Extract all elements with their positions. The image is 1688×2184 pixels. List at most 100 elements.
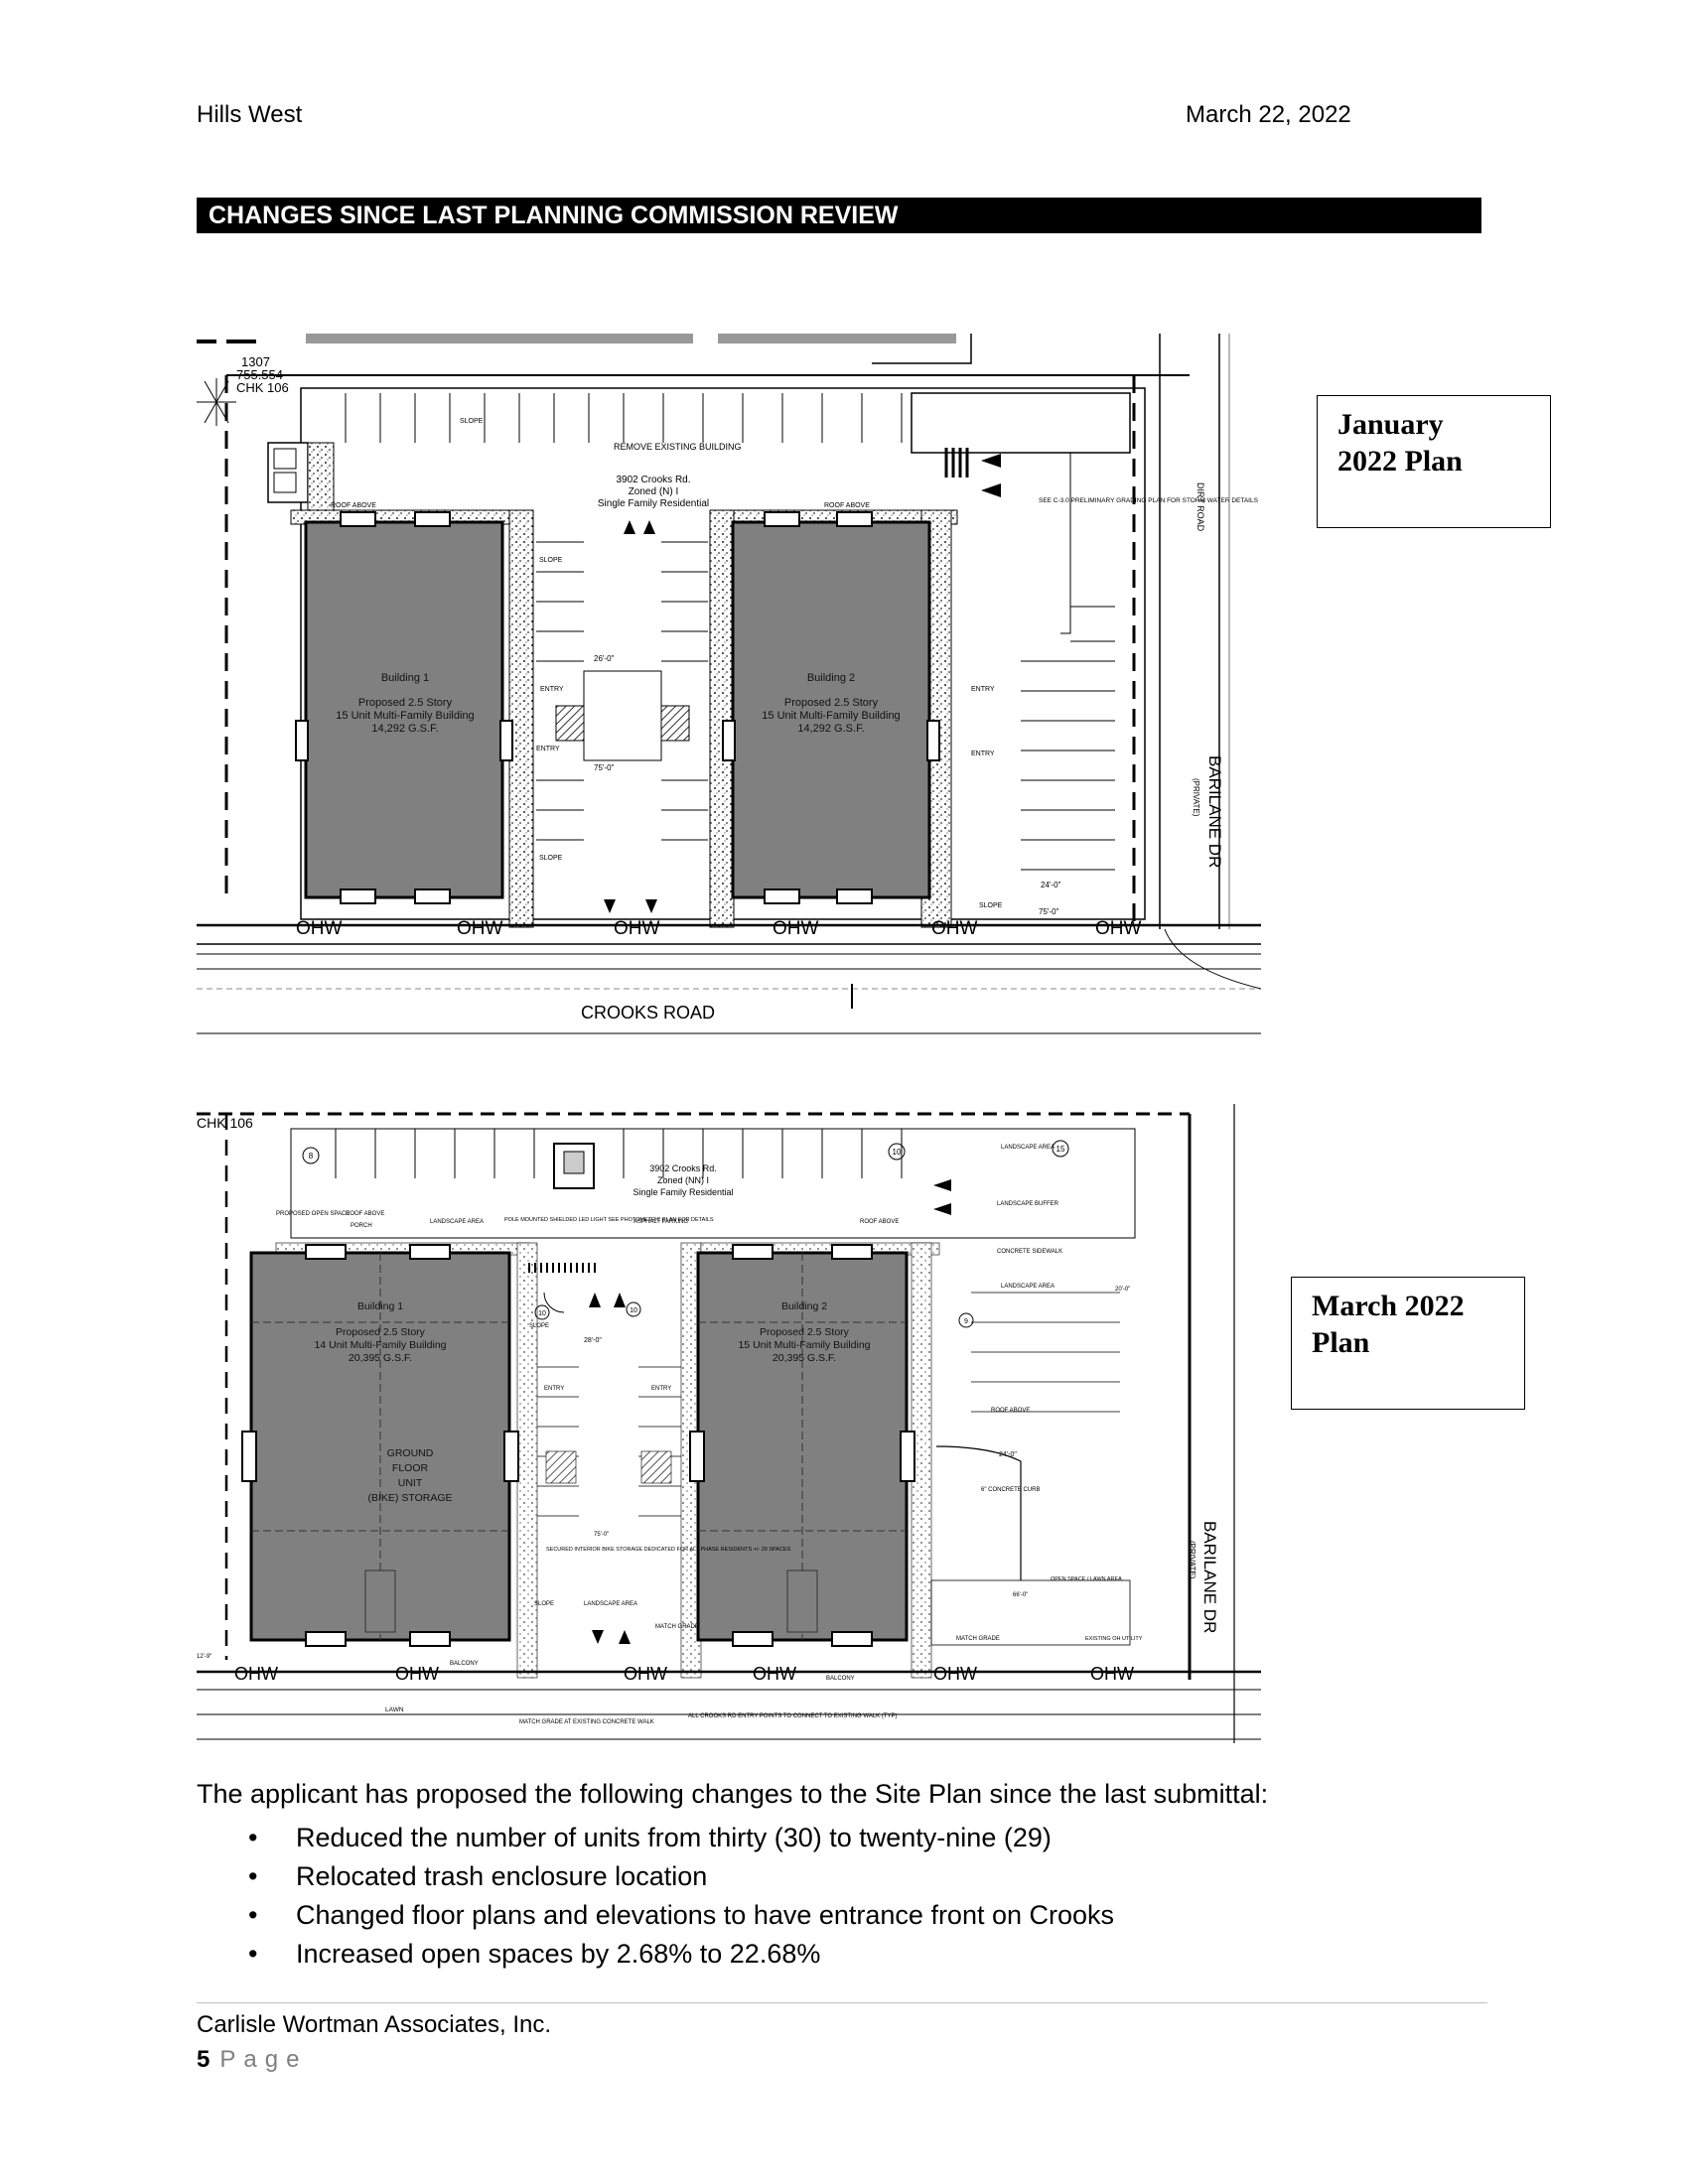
- building-1-stories: Proposed 2.5 Story: [358, 697, 453, 709]
- accessible-aisle: [640, 1450, 672, 1484]
- note-landscape: LANDSCAPE AREA: [1001, 1145, 1055, 1151]
- page-word: Page: [219, 2046, 308, 2073]
- traffic-arrow-icon: [604, 899, 616, 913]
- note-entry: ENTRY: [971, 751, 995, 757]
- stall-number: 10: [630, 1307, 637, 1314]
- ground-floor-label: UNIT: [398, 1477, 423, 1489]
- parking-stalls-center: [536, 541, 708, 841]
- note-utility: EXISTING OH UTILITY: [1085, 1636, 1143, 1642]
- footer-company: Carlisle Wortman Associates, Inc.: [197, 2011, 552, 2038]
- dimension: 20'-0": [1115, 1287, 1130, 1293]
- note-slope: SLOPE: [460, 418, 484, 425]
- building-2-area: 14,292 G.S.F.: [797, 723, 864, 735]
- landscape-strip: [709, 509, 735, 928]
- list-item: •Increased open spaces by 2.68% to 22.68…: [248, 1935, 1114, 1974]
- building-1-stories: Proposed 2.5 Story: [336, 1326, 426, 1338]
- site-address: 3902 Crooks Rd.: [616, 475, 690, 485]
- ohw-label: OHW: [296, 918, 343, 939]
- parcel-number: CHK 106: [197, 1115, 253, 1131]
- existing-structure: [306, 334, 693, 343]
- site-zoning: Zoned (N) I: [629, 486, 679, 497]
- note-entry-points: ALL CROOKS RD ENTRY POINTS TO CONNECT TO…: [688, 1713, 898, 1719]
- note-landscape: LANDSCAPE AREA: [584, 1601, 637, 1607]
- tree-icon: [197, 378, 236, 426]
- plan-label-line: Plan: [1312, 1326, 1370, 1359]
- ohw-label: OHW: [773, 918, 819, 939]
- bullet-icon: •: [248, 1900, 258, 1930]
- building-2-area: 20,395 G.S.F.: [773, 1352, 836, 1364]
- dimension: 75'-0": [1039, 907, 1059, 916]
- traffic-arrow-icon: [643, 520, 655, 534]
- note-bike-storage: SECURED INTERIOR BIKE STORAGE DEDICATED …: [546, 1547, 791, 1553]
- ground-floor-label: GROUND: [387, 1447, 434, 1459]
- parking-stalls-right: [971, 1292, 1120, 1413]
- change-text: Increased open spaces by 2.68% to 22.68%: [296, 1939, 821, 1969]
- plan-label-line: 2022 Plan: [1337, 445, 1463, 478]
- traffic-arrow-icon: [933, 1203, 951, 1215]
- landscape-strip: [508, 509, 534, 928]
- dirt-road-label: DIRT ROAD: [1196, 482, 1205, 532]
- note-slope: SLOPE: [539, 557, 563, 564]
- note-asphalt: ASPHALT PARKING: [633, 1219, 688, 1225]
- changes-list: • Reduced the number of units from thirty…: [248, 1819, 1114, 1974]
- note-entry: ENTRY: [540, 686, 564, 693]
- stall-number: 8: [309, 1152, 314, 1160]
- traffic-arrow-icon: [981, 454, 1001, 468]
- note-balcony: BALCONY: [450, 1661, 479, 1667]
- dimension: 66'-0": [1013, 1592, 1028, 1598]
- site-use: Single Family Residential: [633, 1187, 733, 1197]
- parking-stalls-right: [1021, 453, 1115, 871]
- section-title: CHANGES SINCE LAST PLANNING COMMISSION R…: [197, 198, 1481, 233]
- ohw-label: OHW: [624, 1664, 667, 1684]
- dimension: 12'-9": [197, 1654, 211, 1660]
- side-street-label: BARILANE DR: [1200, 1521, 1219, 1633]
- traffic-arrow-icon: [933, 1179, 951, 1191]
- building-2-stories: Proposed 2.5 Story: [760, 1326, 850, 1338]
- building-2-title: Building 2: [781, 1300, 827, 1312]
- dimension: 26'-0": [594, 654, 615, 663]
- site-use: Single Family Residential: [598, 498, 709, 509]
- note-lawn-area: OPEN SPACE / LAWN AREA: [1051, 1576, 1122, 1582]
- dimension: 75'-0": [594, 763, 615, 772]
- stall-number: 10: [893, 1148, 902, 1157]
- note-curb: 6" CONCRETE CURB: [981, 1487, 1040, 1493]
- ground-floor-label: (BIKE) STORAGE: [368, 1492, 453, 1504]
- note-entry: ENTRY: [544, 1386, 564, 1392]
- note-porch: PORCH: [351, 1223, 372, 1229]
- building-2: [731, 520, 931, 899]
- note-match-grade: MATCH GRADE: [655, 1624, 699, 1630]
- traffic-arrow-icon: [589, 1293, 601, 1307]
- note-open-space: PROPOSED OPEN SPACE: [276, 1211, 350, 1217]
- traffic-arrow-icon: [624, 520, 635, 534]
- building-2-units: 15 Unit Multi-Family Building: [762, 710, 900, 722]
- site-plan-january: 1307 755.554 CHK 106 REMOVE EXISTING BUI…: [197, 334, 1261, 1040]
- plan-label-line: January: [1337, 408, 1444, 441]
- ohw-label: OHW: [234, 1664, 278, 1684]
- note-slope: SLOPE: [529, 1323, 549, 1329]
- accessible-aisle: [660, 705, 690, 742]
- building-2-units: 15 Unit Multi-Family Building: [738, 1339, 870, 1351]
- site-zoning: Zoned (NN) I: [657, 1175, 709, 1185]
- note-balcony: BALCONY: [826, 1676, 855, 1682]
- dimension: 75'-0": [594, 1532, 609, 1538]
- note-entry: ENTRY: [651, 1386, 671, 1392]
- change-text: Relocated trash enclosure location: [296, 1861, 708, 1891]
- site-address: 3902 Crooks Rd.: [649, 1163, 717, 1173]
- note-slope: SLOPE: [539, 855, 563, 862]
- traffic-arrow-icon: [645, 899, 657, 913]
- accessible-aisle: [555, 705, 585, 742]
- header-project: Hills West: [197, 101, 303, 128]
- note-grading: SEE C-3.0 PRELIMINARY GRADING PLAN FOR S…: [1039, 497, 1259, 504]
- ohw-label: OHW: [1090, 1664, 1134, 1684]
- building-1-units: 15 Unit Multi-Family Building: [336, 710, 474, 722]
- existing-structure: [718, 334, 956, 343]
- stall-number: 9: [964, 1318, 968, 1325]
- change-text: Reduced the number of units from thirty …: [296, 1823, 1052, 1852]
- parcel-number: CHK 106: [236, 380, 289, 395]
- stall-number: 10: [538, 1310, 546, 1317]
- ohw-label: OHW: [457, 918, 503, 939]
- ohw-label: OHW: [1095, 918, 1142, 939]
- note-remove-building: REMOVE EXISTING BUILDING: [614, 442, 742, 452]
- ground-floor-label: FLOOR: [392, 1462, 429, 1474]
- note-landscape: LANDSCAPE AREA: [1001, 1284, 1055, 1290]
